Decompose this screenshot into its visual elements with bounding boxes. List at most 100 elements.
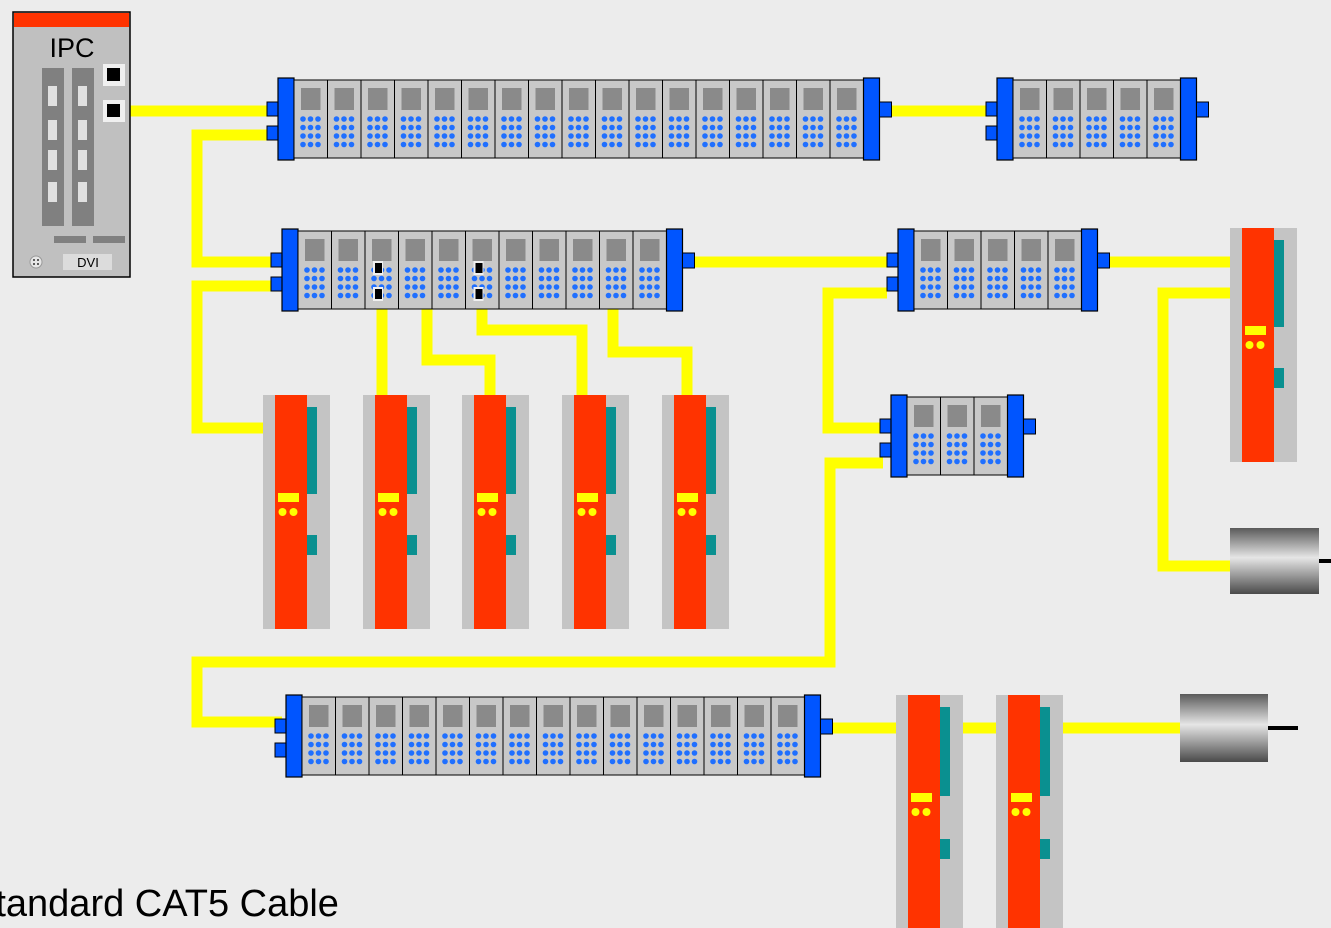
ipc-title: IPC — [49, 33, 94, 63]
io-terminal — [561, 79, 596, 159]
servo-drive — [562, 395, 629, 629]
io-terminal — [327, 79, 362, 159]
io-terminal — [431, 230, 466, 310]
io-terminal — [1046, 79, 1081, 159]
io-terminal — [435, 696, 470, 776]
io-terminal-rail — [266, 77, 892, 161]
servo-drive — [462, 395, 529, 629]
io-terminal — [532, 230, 567, 310]
io-terminal — [427, 79, 462, 159]
motor-shaft — [1268, 726, 1298, 730]
end-terminal — [1006, 394, 1025, 478]
io-terminal — [796, 79, 831, 159]
io-terminal — [595, 79, 630, 159]
io-terminal — [599, 230, 634, 310]
io-terminal — [1047, 230, 1082, 310]
cable-segment — [822, 287, 887, 434]
io-terminal — [940, 396, 975, 476]
io-terminal — [1014, 230, 1049, 310]
io-terminal-rail — [886, 228, 1110, 312]
motor-shaft — [1319, 559, 1331, 563]
cable-segment — [191, 129, 285, 268]
servo-drive — [996, 695, 1063, 928]
io-terminal — [980, 230, 1015, 310]
io-terminal — [1146, 79, 1181, 159]
io-terminal — [364, 230, 399, 310]
io-terminal — [528, 79, 563, 159]
end-terminal — [665, 228, 684, 312]
io-terminal — [737, 696, 772, 776]
io-terminal — [662, 79, 697, 159]
io-terminal — [498, 230, 533, 310]
io-terminal — [628, 79, 663, 159]
end-terminal — [1080, 228, 1099, 312]
io-terminal — [703, 696, 738, 776]
cable-segment — [191, 457, 883, 728]
io-terminal — [368, 696, 403, 776]
servo-drive — [1230, 228, 1297, 462]
io-terminal — [636, 696, 671, 776]
io-terminal — [829, 79, 864, 159]
io-terminal — [1079, 79, 1114, 159]
end-terminal — [1179, 77, 1198, 161]
cable-segment — [476, 297, 588, 426]
bus-coupler — [285, 694, 303, 778]
io-terminal — [906, 396, 941, 476]
io-terminal-rail — [270, 228, 695, 312]
cable-segment — [1157, 287, 1232, 572]
io-terminal — [331, 230, 366, 310]
io-terminal — [947, 230, 982, 310]
io-terminal — [360, 79, 395, 159]
bus-coupler — [897, 228, 915, 312]
io-terminal — [335, 696, 370, 776]
io-terminal-rail — [879, 394, 1036, 478]
io-terminal — [469, 696, 504, 776]
io-terminal — [494, 79, 529, 159]
io-terminal — [695, 79, 730, 159]
bus-coupler — [281, 228, 299, 312]
bus-coupler — [890, 394, 908, 478]
io-terminal — [1113, 79, 1148, 159]
bus-coupler — [277, 77, 295, 161]
io-terminal-rail — [985, 77, 1209, 161]
io-terminal-rail — [274, 694, 833, 778]
io-terminal — [670, 696, 705, 776]
io-terminal — [536, 696, 571, 776]
dvi-label: DVI — [77, 255, 99, 270]
io-terminal — [762, 79, 797, 159]
usb-icon — [29, 255, 43, 269]
io-terminal — [394, 79, 429, 159]
io-terminal — [293, 79, 328, 159]
io-terminal — [301, 696, 336, 776]
servo-drive — [662, 395, 729, 629]
io-terminal — [565, 230, 600, 310]
io-terminal — [632, 230, 667, 310]
end-terminal — [803, 694, 822, 778]
motor — [1180, 694, 1298, 762]
ethernet-port-icon — [103, 64, 125, 122]
io-terminal — [603, 696, 638, 776]
servo-drive — [363, 395, 430, 629]
io-terminal — [461, 79, 496, 159]
io-terminal — [913, 230, 948, 310]
io-terminal — [465, 230, 500, 310]
bus-coupler — [996, 77, 1014, 161]
end-terminal — [862, 77, 881, 161]
servo-drive — [263, 395, 330, 629]
io-terminal — [402, 696, 437, 776]
io-terminal — [729, 79, 764, 159]
io-terminal — [398, 230, 433, 310]
io-terminal — [502, 696, 537, 776]
io-terminal — [1012, 79, 1047, 159]
devices — [263, 77, 1331, 928]
io-terminal — [297, 230, 332, 310]
ipc-unit: IPC DVI — [12, 11, 131, 278]
motor — [1230, 528, 1331, 594]
io-terminal — [973, 396, 1008, 476]
io-terminal — [770, 696, 805, 776]
caption: Standard CAT5 Cable — [0, 883, 339, 925]
io-terminal — [569, 696, 604, 776]
servo-drive — [896, 695, 963, 928]
cable-segment — [191, 280, 285, 434]
